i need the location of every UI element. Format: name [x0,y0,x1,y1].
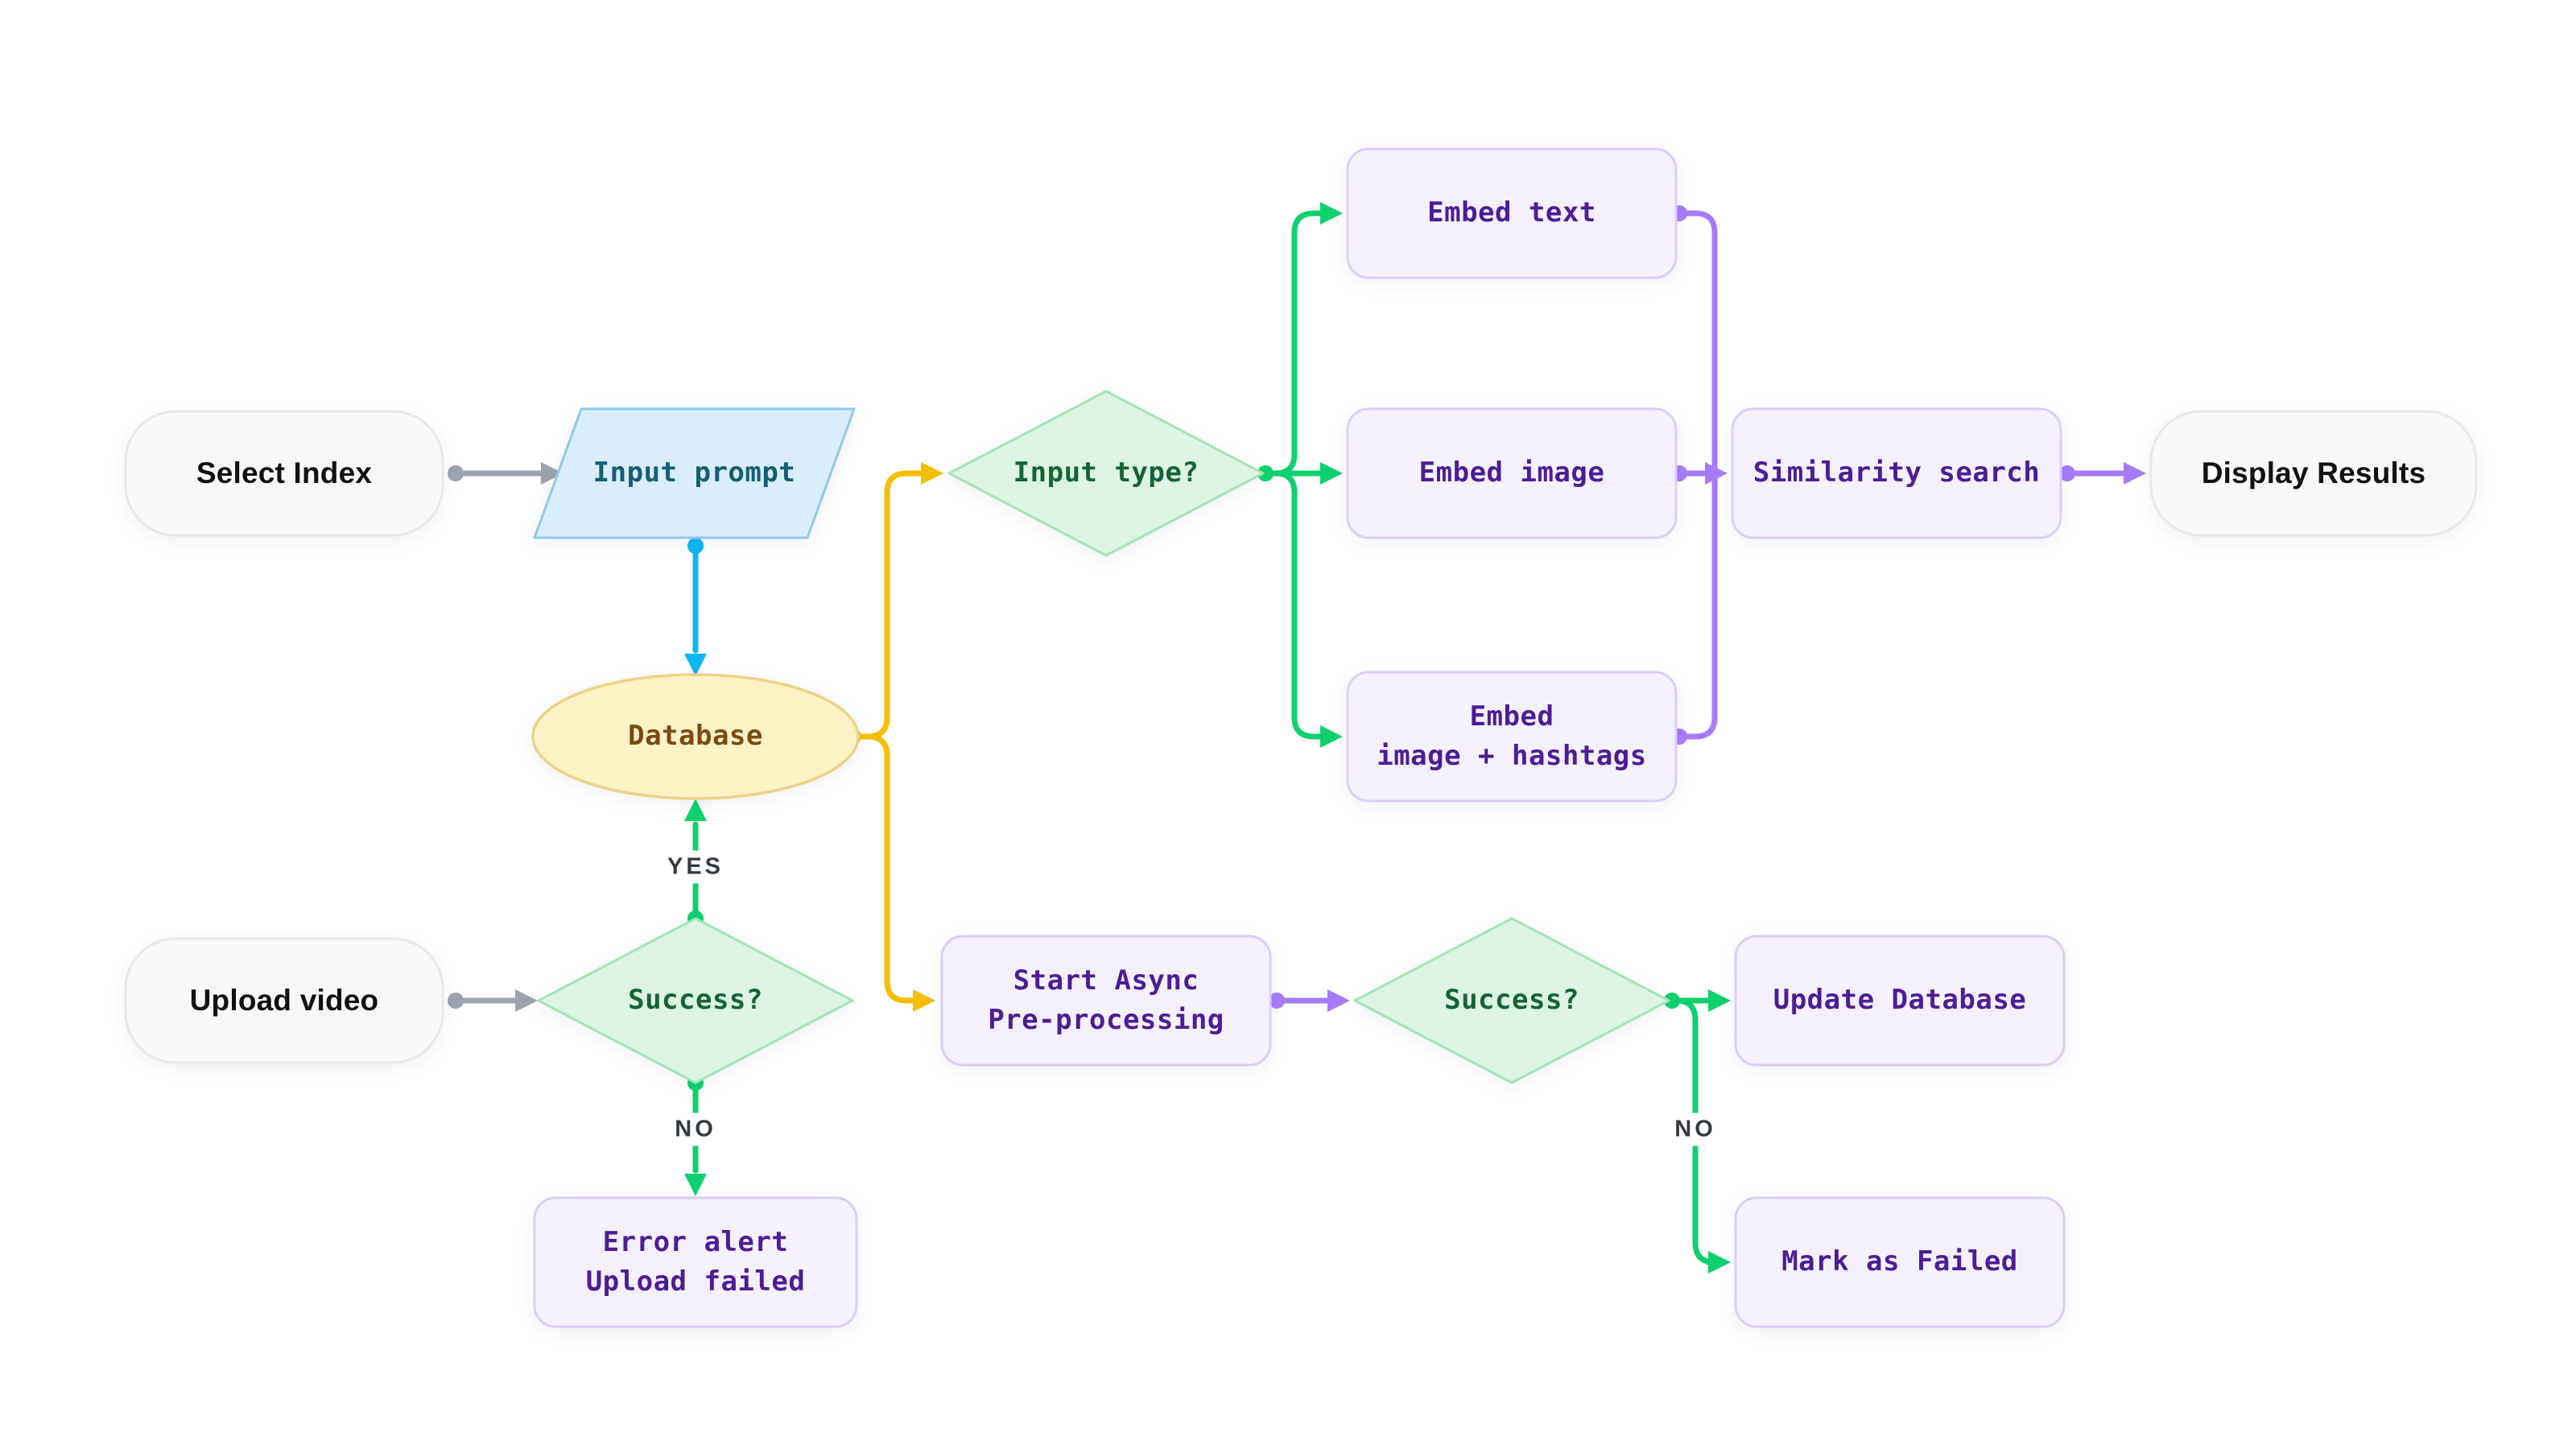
arrowhead [1320,462,1343,485]
connector-dot [1269,993,1285,1009]
connector-dot [687,538,704,554]
edge-input-type-to-embed-image-hashtags [1272,470,1323,740]
arrowhead [1708,1251,1731,1274]
edge-database-to-input-type [865,470,924,740]
edge-embed-text-to-similarity [1676,210,1718,477]
node-database-shape[interactable] [531,673,860,800]
arrowhead [2124,462,2146,485]
node-start-async-shape[interactable] [940,935,1272,1067]
edge-label-yes: YES [657,850,734,884]
edge-success2-no-to-mark-failed [1673,997,1715,1265]
arrowhead [684,799,707,821]
edge-label-no-processing: NO [1665,1113,1726,1146]
node-input-type-shape[interactable] [947,390,1265,557]
arrowhead [1320,202,1343,225]
connector-dot [448,993,464,1009]
node-input-prompt-shape[interactable] [533,407,856,539]
edge-database-to-start-async [865,733,916,1004]
arrowhead [1705,462,1728,485]
edge-input-type-to-embed-text [1272,210,1323,477]
node-success-processing-shape[interactable] [1353,917,1670,1084]
node-upload-video-shape[interactable] [124,937,444,1064]
arrowhead [515,989,538,1012]
arrowhead [541,462,564,485]
arrowhead [684,654,707,676]
connector-dot [448,465,464,481]
node-embed-image-shape[interactable] [1346,407,1678,539]
arrowhead [913,989,935,1012]
connector-dot [2059,465,2075,481]
node-success-upload-shape[interactable] [537,917,854,1084]
node-error-alert-shape[interactable] [533,1196,858,1328]
arrowhead [921,462,943,485]
node-select-index-shape[interactable] [124,410,444,537]
edge-embed-image-hashtags-to-similarity [1676,470,1718,740]
node-embed-image-hashtags-shape[interactable] [1346,671,1678,803]
node-similarity-search-shape[interactable] [1731,407,2062,539]
arrowhead [1327,989,1350,1012]
arrowhead [1708,989,1731,1012]
node-display-results-shape[interactable] [2149,410,2478,537]
node-update-database-shape[interactable] [1734,935,2066,1067]
node-mark-failed-shape[interactable] [1734,1196,2066,1328]
arrowhead [684,1174,707,1196]
connector-dot [1664,993,1680,1009]
node-embed-text-shape[interactable] [1346,147,1678,279]
connector-dot [1257,465,1274,481]
edge-label-no-upload: NO [665,1113,726,1146]
arrowhead [1320,725,1343,748]
